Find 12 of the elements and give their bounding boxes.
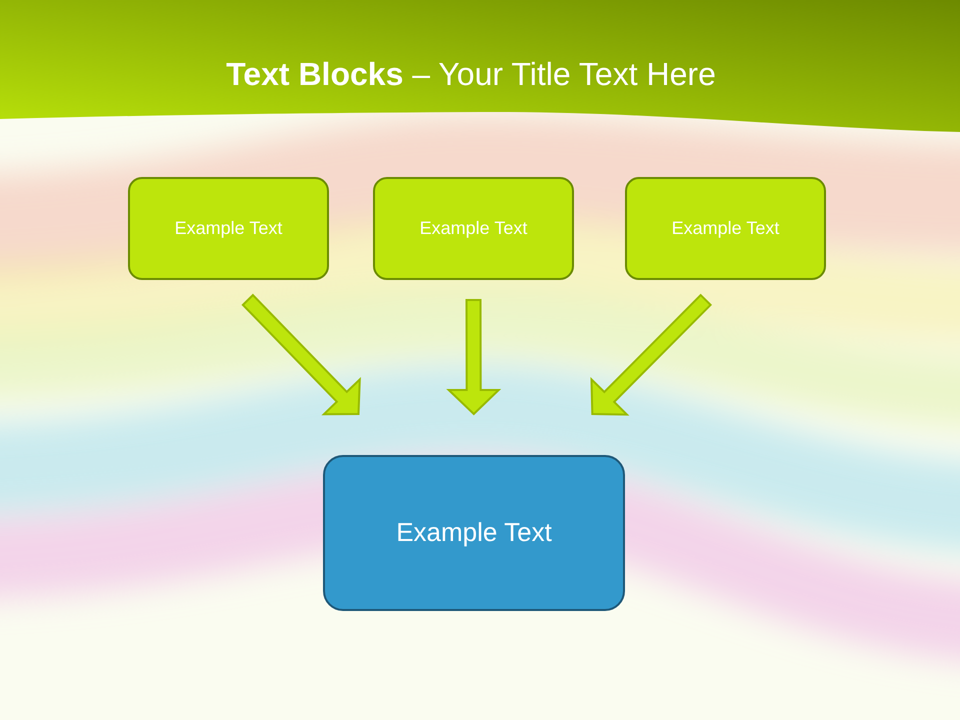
process-box (373, 177, 574, 280)
node-text: Example Text (418, 218, 528, 240)
node-text: Example Text (174, 218, 284, 240)
block-arrow (446, 299, 502, 416)
slide-title: Text Blocks – Your Title Text Here (225, 55, 717, 94)
block-arrow (241, 294, 361, 416)
node-text: Example Text (395, 517, 553, 549)
process-box (323, 455, 625, 611)
block-arrow (590, 294, 712, 416)
process-box (625, 177, 826, 280)
node-text: Example Text (670, 218, 780, 240)
process-box (128, 177, 329, 280)
